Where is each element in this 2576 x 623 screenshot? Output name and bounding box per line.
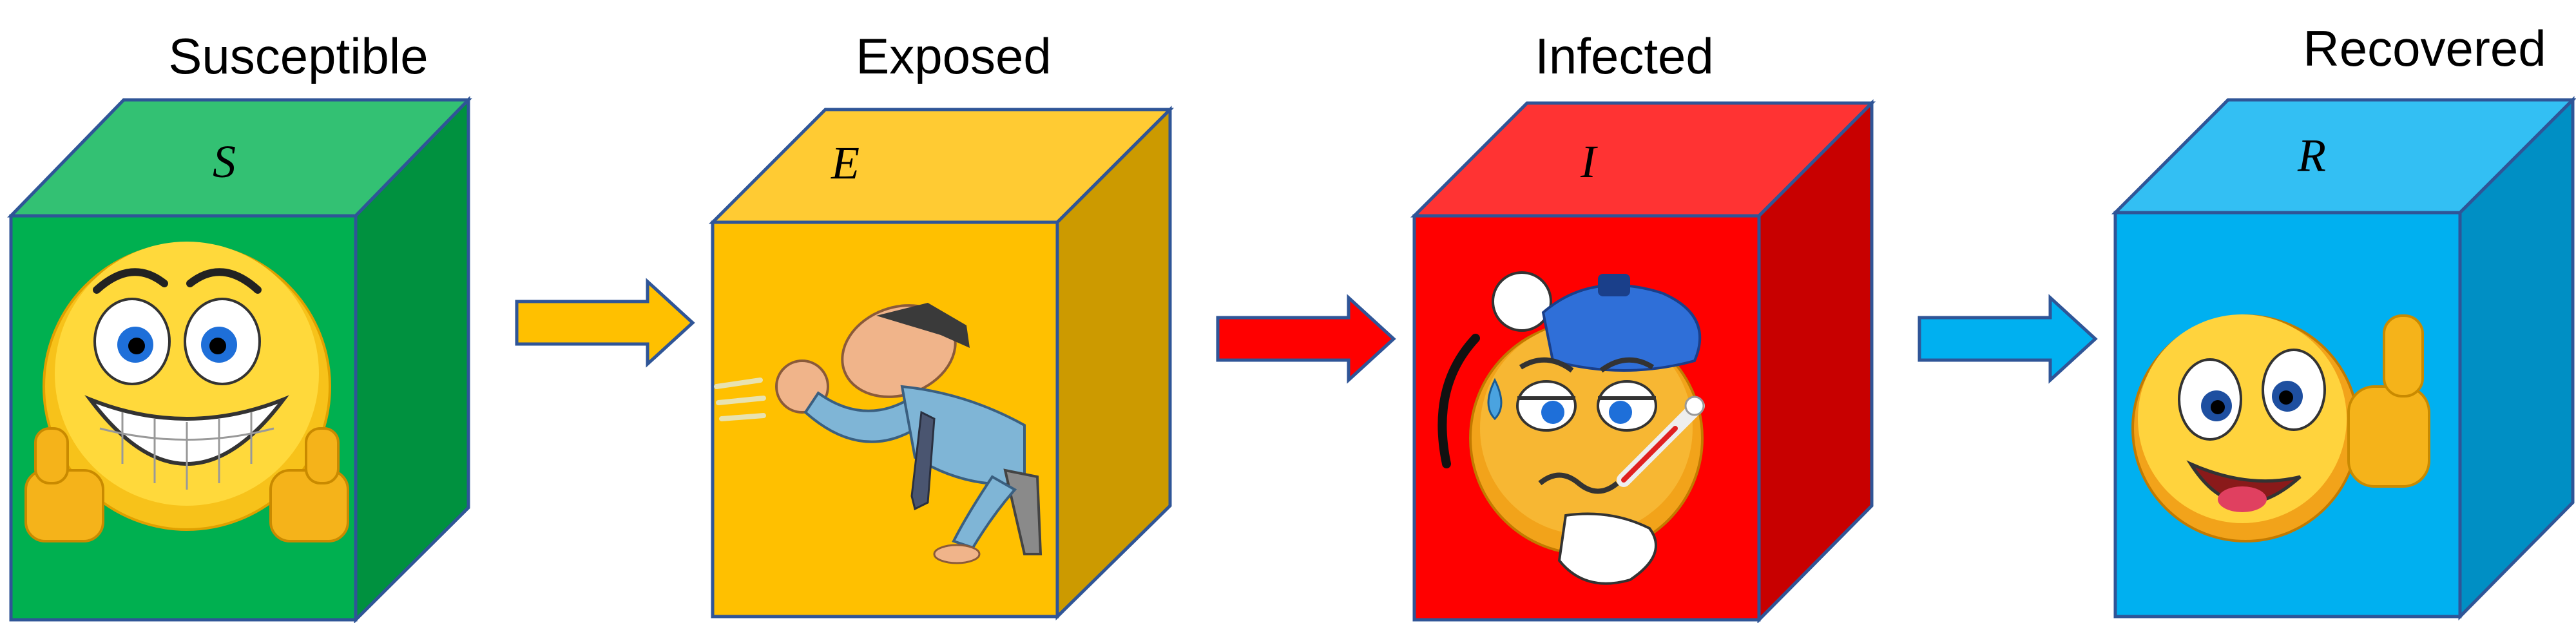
happy-thumbs-up-emoji-icon bbox=[2131, 314, 2430, 542]
grinning-thumbs-up-emoji-icon bbox=[24, 242, 349, 542]
title-recovered: Recovered bbox=[2303, 20, 2546, 77]
sick-emoji-thermometer-icon bbox=[1437, 271, 1705, 585]
cube-exposed: E bbox=[708, 105, 1175, 620]
symbol-i: I bbox=[1580, 136, 1598, 187]
cube-susceptible: S bbox=[7, 95, 472, 623]
symbol-r: R bbox=[2297, 129, 2326, 181]
title-susceptible: Susceptible bbox=[168, 28, 428, 84]
title-exposed: Exposed bbox=[856, 28, 1052, 84]
arrow-i-to-r bbox=[1918, 294, 2098, 384]
symbol-e: E bbox=[831, 137, 860, 189]
arrow-e-to-i bbox=[1216, 294, 1396, 384]
sneezing-man-icon bbox=[714, 303, 1043, 564]
title-infected: Infected bbox=[1535, 28, 1714, 84]
arrow-s-to-e bbox=[515, 278, 695, 368]
cube-infected: I bbox=[1410, 99, 1876, 623]
symbol-s: S bbox=[213, 136, 236, 187]
cube-recovered: R bbox=[2111, 95, 2576, 621]
